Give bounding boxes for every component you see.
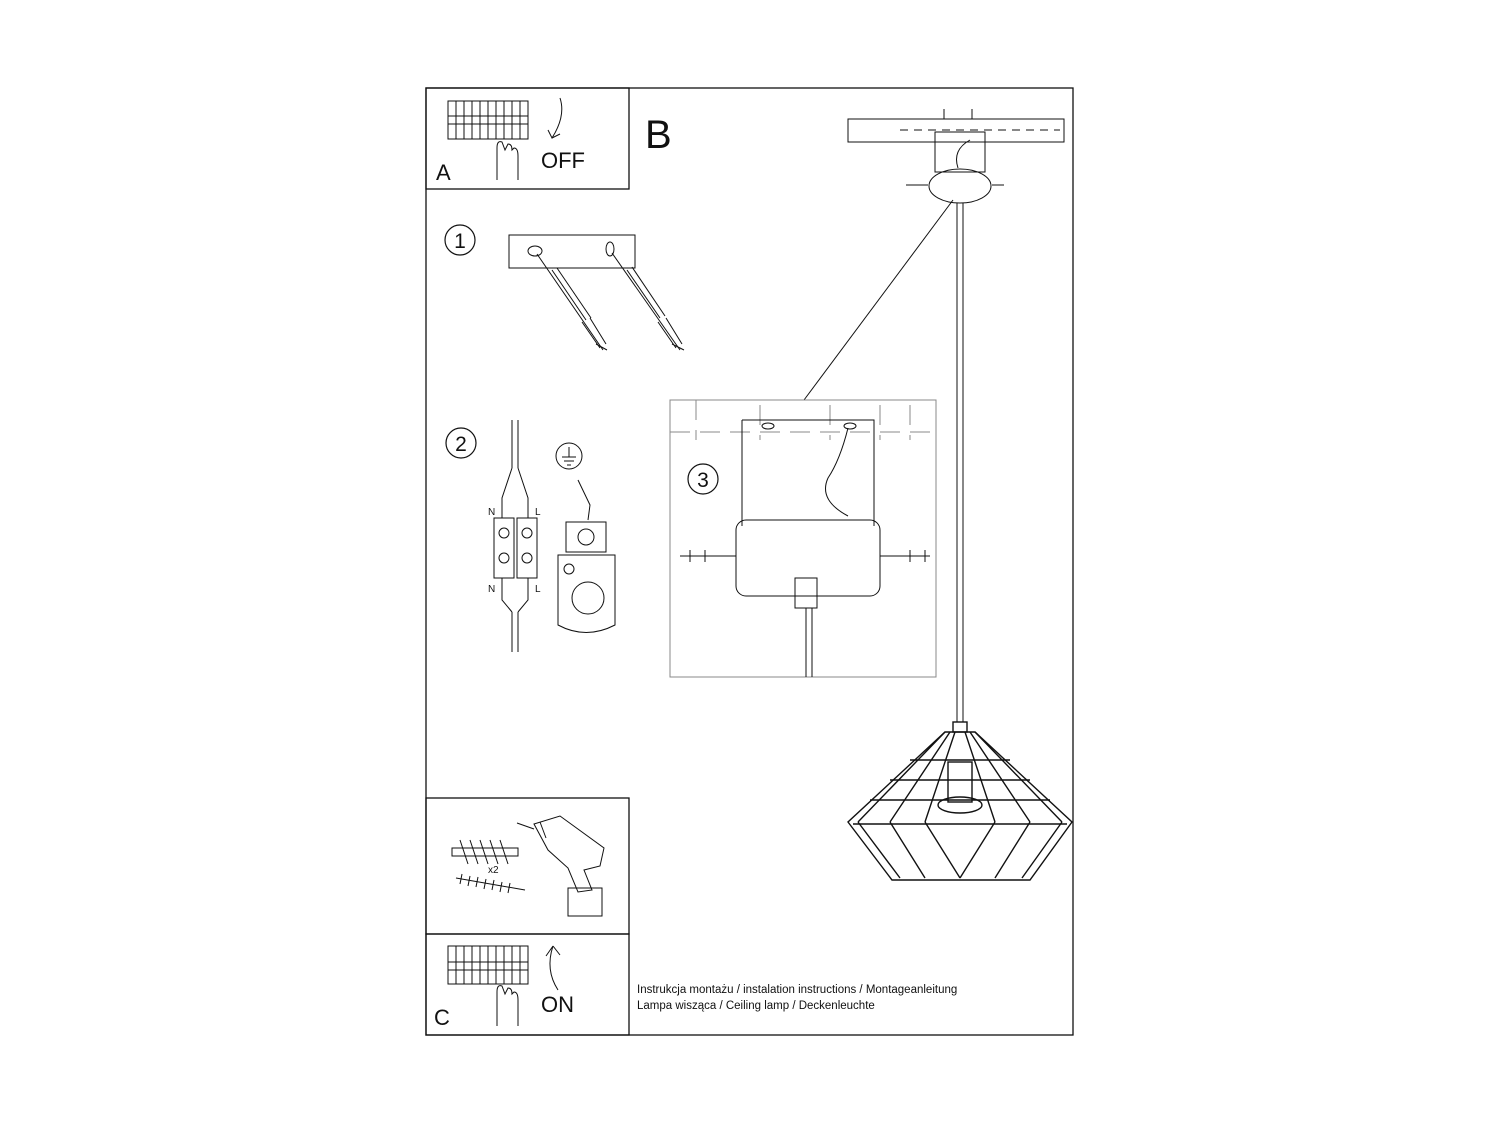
panel-c-on-label: ON: [541, 992, 574, 1017]
wall-plug-icon: [451, 839, 519, 865]
panel-b-letter: B: [645, 113, 672, 157]
svg-text:3: 3: [697, 469, 709, 492]
ground-terminal-icon: [555, 442, 616, 633]
panel-c-box: [425, 933, 630, 1036]
panel-a-off-label: OFF: [541, 148, 585, 173]
canopy-detail-icon: [680, 419, 930, 677]
breaker-on-icon: [447, 945, 561, 1026]
screw-icon: [455, 873, 526, 894]
drill-icon: [516, 815, 605, 917]
breaker-off-icon: [447, 97, 563, 180]
panel-c-letter: C: [434, 1005, 450, 1030]
pendant-shade-icon: [847, 721, 1073, 881]
outer-frame: [425, 87, 1074, 1036]
wire-n-bottom: N: [488, 584, 495, 595]
canopy-detail-box: [669, 399, 937, 678]
wire-n-top: N: [488, 507, 495, 518]
svg-text:2: 2: [455, 433, 467, 456]
terminal-block-icon: [493, 420, 538, 652]
pendant-cable: [803, 199, 964, 722]
tools-quantity: x2: [488, 865, 499, 876]
caption-line-2: Lampa wisząca / Ceiling lamp / Deckenleu…: [637, 1000, 875, 1012]
ceiling-rail-icon: [847, 109, 1065, 204]
instruction-caption: Instrukcja montażu / instalation instruc…: [637, 982, 957, 1014]
step-3-badge: 3: [687, 463, 719, 495]
wall-plug-screw-icon: [536, 252, 685, 351]
wire-l-top: L: [535, 507, 541, 518]
svg-text:1: 1: [454, 230, 466, 253]
step-1-badge: 1: [444, 224, 476, 256]
panel-a-box: [425, 87, 630, 190]
step-2-badge: 2: [445, 427, 477, 459]
panel-a-letter: A: [436, 160, 451, 185]
caption-line-1: Instrukcja montażu / instalation instruc…: [637, 984, 958, 996]
mounting-plate-icon: [508, 234, 636, 269]
wire-l-bottom: L: [535, 584, 541, 595]
